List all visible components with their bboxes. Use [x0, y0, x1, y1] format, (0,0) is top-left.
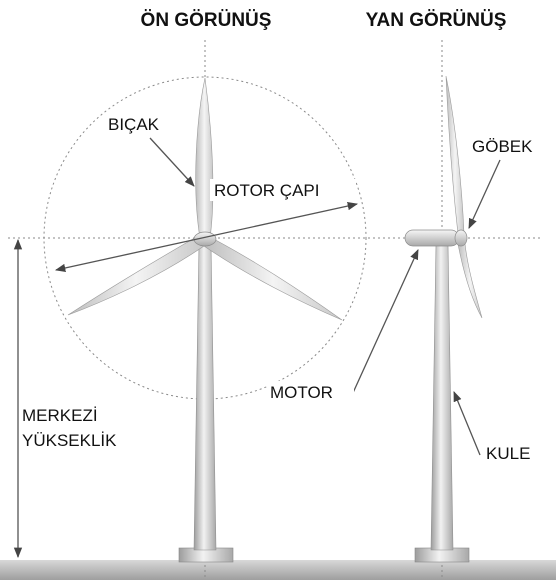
- front-view-heading: ÖN GÖRÜNÜŞ: [141, 10, 272, 31]
- side-tower: [430, 244, 454, 551]
- guide-lines: [8, 40, 540, 580]
- side-hub: [454, 229, 468, 247]
- front-tower: [193, 244, 217, 551]
- side-blade-up: [445, 75, 465, 235]
- front-blade-up: [195, 77, 214, 239]
- hub-label: GÖBEK: [472, 137, 533, 156]
- rotor-diameter-arrow: [54, 201, 359, 273]
- side-view-turbine: [404, 75, 483, 563]
- hub-pointer-arrow: [468, 159, 501, 229]
- front-view-turbine: [67, 77, 343, 563]
- tower-label: KULE: [486, 444, 530, 463]
- rotor-diameter-label: ROTOR ÇAPI: [214, 181, 319, 200]
- motor-label: MOTOR: [270, 383, 333, 402]
- hub-height-label-line2: YÜKSEKLİK: [22, 431, 117, 450]
- side-view-heading: YAN GÖRÜNÜŞ: [366, 10, 507, 31]
- side-blade-down: [457, 243, 483, 319]
- arrows: [13, 137, 501, 559]
- hub-height-label-line1: MERKEZİ: [22, 406, 98, 425]
- side-blades: [445, 75, 483, 319]
- motor-pointer-arrow: [351, 249, 419, 396]
- tower-pointer-arrow: [453, 391, 481, 456]
- front-blade-lower-right: [203, 235, 343, 321]
- blade-pointer-arrow: [149, 137, 195, 187]
- side-nacelle: [404, 229, 460, 247]
- blade-label: BIÇAK: [108, 115, 160, 134]
- ground-strip: [0, 560, 556, 580]
- front-blade-lower-left: [67, 235, 205, 316]
